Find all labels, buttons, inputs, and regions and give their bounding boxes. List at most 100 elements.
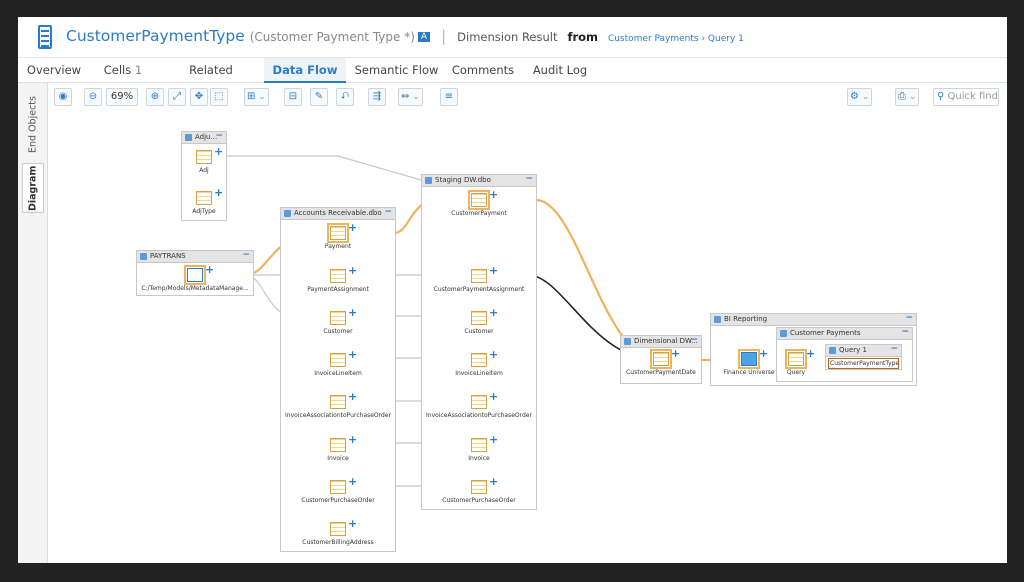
- direction-dropdown[interactable]: ⇔: [398, 88, 423, 106]
- table-icon: [330, 348, 357, 367]
- collapse-icon[interactable]: −: [242, 251, 250, 260]
- pan-icon[interactable]: ✥: [190, 88, 208, 106]
- table-icon: [196, 145, 223, 164]
- tab-overview[interactable]: Overview: [24, 58, 84, 83]
- table-icon: [330, 306, 357, 325]
- file-item[interactable]: C:/Temp/Models/MetadataManage...: [135, 263, 255, 292]
- node-dimensional-dw[interactable]: Dimensional DW...−: [620, 335, 702, 384]
- table-item[interactable]: CustomerPaymentDate: [591, 347, 731, 376]
- table-item[interactable]: InvoiceLineItem: [268, 348, 408, 377]
- node-accounts-receivable[interactable]: Accounts Receivable.dbo−: [280, 207, 396, 552]
- table-icon: [330, 390, 357, 409]
- query-field[interactable]: CustomerPaymentType: [828, 358, 899, 369]
- settings-dropdown[interactable]: ⚙: [847, 88, 873, 106]
- tab-count: 1: [134, 63, 143, 77]
- node-query-1[interactable]: Query 1 − CustomerPaymentType: [825, 344, 902, 370]
- node-title: Query 1: [839, 346, 867, 354]
- select-icon[interactable]: ⬚: [210, 88, 228, 106]
- table-icon: [471, 264, 498, 283]
- node-header: Adju...−: [182, 132, 226, 144]
- table-item[interactable]: Customer: [409, 306, 549, 335]
- universe-item[interactable]: Finance Universe: [679, 347, 819, 376]
- node-header: BI Reporting −: [711, 314, 916, 326]
- table-icon: [330, 517, 357, 536]
- tab-comments[interactable]: Comments: [450, 58, 516, 83]
- tab-audit-log[interactable]: Audit Log: [528, 58, 592, 83]
- layout-icon[interactable]: ⇶: [368, 88, 386, 106]
- page-title: CustomerPaymentType (Customer Payment Ty…: [66, 27, 744, 45]
- node-adj[interactable]: Adju...−: [181, 131, 227, 221]
- table-item[interactable]: Payment: [268, 221, 408, 250]
- table-icon: [327, 221, 357, 243]
- table-item[interactable]: Adj: [134, 145, 274, 174]
- table-item[interactable]: CustomerPayment: [409, 188, 549, 217]
- eye-icon[interactable]: ◉: [54, 88, 72, 106]
- table-item[interactable]: Customer: [268, 306, 408, 335]
- menu-icon[interactable]: ≡: [440, 88, 458, 106]
- table-item[interactable]: Invoice: [268, 433, 408, 462]
- collapse-icon[interactable]: −: [690, 336, 698, 345]
- table-label: Invoice: [468, 455, 490, 462]
- table-item[interactable]: InvoiceLineItem: [409, 348, 549, 377]
- zoom-level[interactable]: 69%: [106, 88, 138, 106]
- collapse-icon[interactable]: −: [525, 175, 533, 184]
- table-item[interactable]: Invoice: [409, 433, 549, 462]
- table-item[interactable]: PaymentAssignment: [268, 264, 408, 293]
- tab-label: Cells: [103, 63, 132, 77]
- table-item[interactable]: CustomerBillingAddress: [268, 517, 408, 546]
- tab-data-flow[interactable]: Data Flow: [264, 58, 346, 83]
- table-label: InvoiceAssociationtoPurchaseOrder: [426, 412, 532, 419]
- collapse-icon[interactable]: −: [215, 132, 223, 141]
- table-label: CustomerPaymentAssignment: [433, 286, 525, 293]
- tab-semantic-flow[interactable]: Semantic Flow: [354, 58, 439, 83]
- node-staging-dw[interactable]: Staging DW.dbo−: [421, 174, 537, 510]
- table-item[interactable]: CustomerPurchaseOrder: [268, 475, 408, 504]
- table-label: Customer: [464, 328, 494, 335]
- collapse-icon[interactable]: −: [384, 208, 392, 217]
- table-icon: [471, 433, 498, 452]
- table-item[interactable]: CustomerPaymentAssignment: [409, 264, 549, 293]
- app-window: CustomerPaymentType (Customer Payment Ty…: [18, 17, 1007, 563]
- tab-cells[interactable]: Cells 1: [98, 58, 148, 83]
- file-label: C:/Temp/Models/MetadataManage...: [141, 285, 249, 292]
- table-icon: [471, 475, 498, 494]
- table-label: InvoiceLineItem: [314, 370, 362, 377]
- collapse-icon[interactable]: −: [901, 328, 909, 337]
- node-header: Query 1 −: [826, 345, 901, 357]
- file-icon: [184, 263, 214, 285]
- fit-icon[interactable]: ⤢: [168, 88, 186, 106]
- collapse-icon[interactable]: −: [905, 314, 913, 323]
- zoom-in-icon[interactable]: ⊕: [146, 88, 164, 106]
- node-title: BI Reporting: [724, 315, 768, 323]
- search-icon: ⚲: [937, 91, 945, 102]
- table-item[interactable]: AdjType: [134, 186, 274, 215]
- table-label: AdjType: [192, 208, 216, 215]
- node-header: Accounts Receivable.dbo−: [281, 208, 395, 220]
- zoom-out-icon[interactable]: ⊖: [84, 88, 102, 106]
- diagram-canvas[interactable]: Adju...− Adj AdjType PAYTRANS− C:/Temp/M…: [18, 17, 1007, 563]
- table-label: InvoiceLineItem: [455, 370, 503, 377]
- edit-icon[interactable]: ✎: [310, 88, 328, 106]
- collapse-icon[interactable]: ⊟: [284, 88, 302, 106]
- header: CustomerPaymentType (Customer Payment Ty…: [18, 17, 1007, 57]
- expand-dropdown[interactable]: ⊞: [244, 88, 269, 106]
- breadcrumb[interactable]: Customer Payments › Query 1: [607, 34, 744, 44]
- query-item[interactable]: Query: [726, 347, 866, 376]
- result-label: Dimension Result: [457, 30, 558, 44]
- table-label: Invoice: [327, 455, 349, 462]
- table-label: Adj: [199, 167, 209, 174]
- quick-find-input[interactable]: ⚲ Quick find: [933, 88, 999, 106]
- table-icon: [468, 188, 498, 210]
- node-paytrans[interactable]: PAYTRANS−: [136, 250, 254, 296]
- table-icon: [471, 348, 498, 367]
- table-item[interactable]: CustomerPurchaseOrder: [409, 475, 549, 504]
- route-icon[interactable]: ⮏: [336, 88, 354, 106]
- diagram-toolbar: ◉ ⊖ 69% ⊕ ⤢ ✥ ⬚ ⊞ ⊟ ✎ ⮏ ⇶ ⇔ ≡ ⚙ ⎙: [48, 83, 1007, 111]
- tab-label: Audit Log: [532, 63, 588, 77]
- quick-find-placeholder: Quick find: [947, 91, 998, 102]
- table-item[interactable]: InvoiceAssociationtoPurchaseOrder: [409, 390, 549, 419]
- node-header: Customer Payments−: [777, 328, 912, 340]
- table-item[interactable]: InvoiceAssociationtoPurchaseOrder: [268, 390, 408, 419]
- print-dropdown[interactable]: ⎙: [895, 88, 920, 106]
- collapse-icon[interactable]: −: [890, 345, 898, 354]
